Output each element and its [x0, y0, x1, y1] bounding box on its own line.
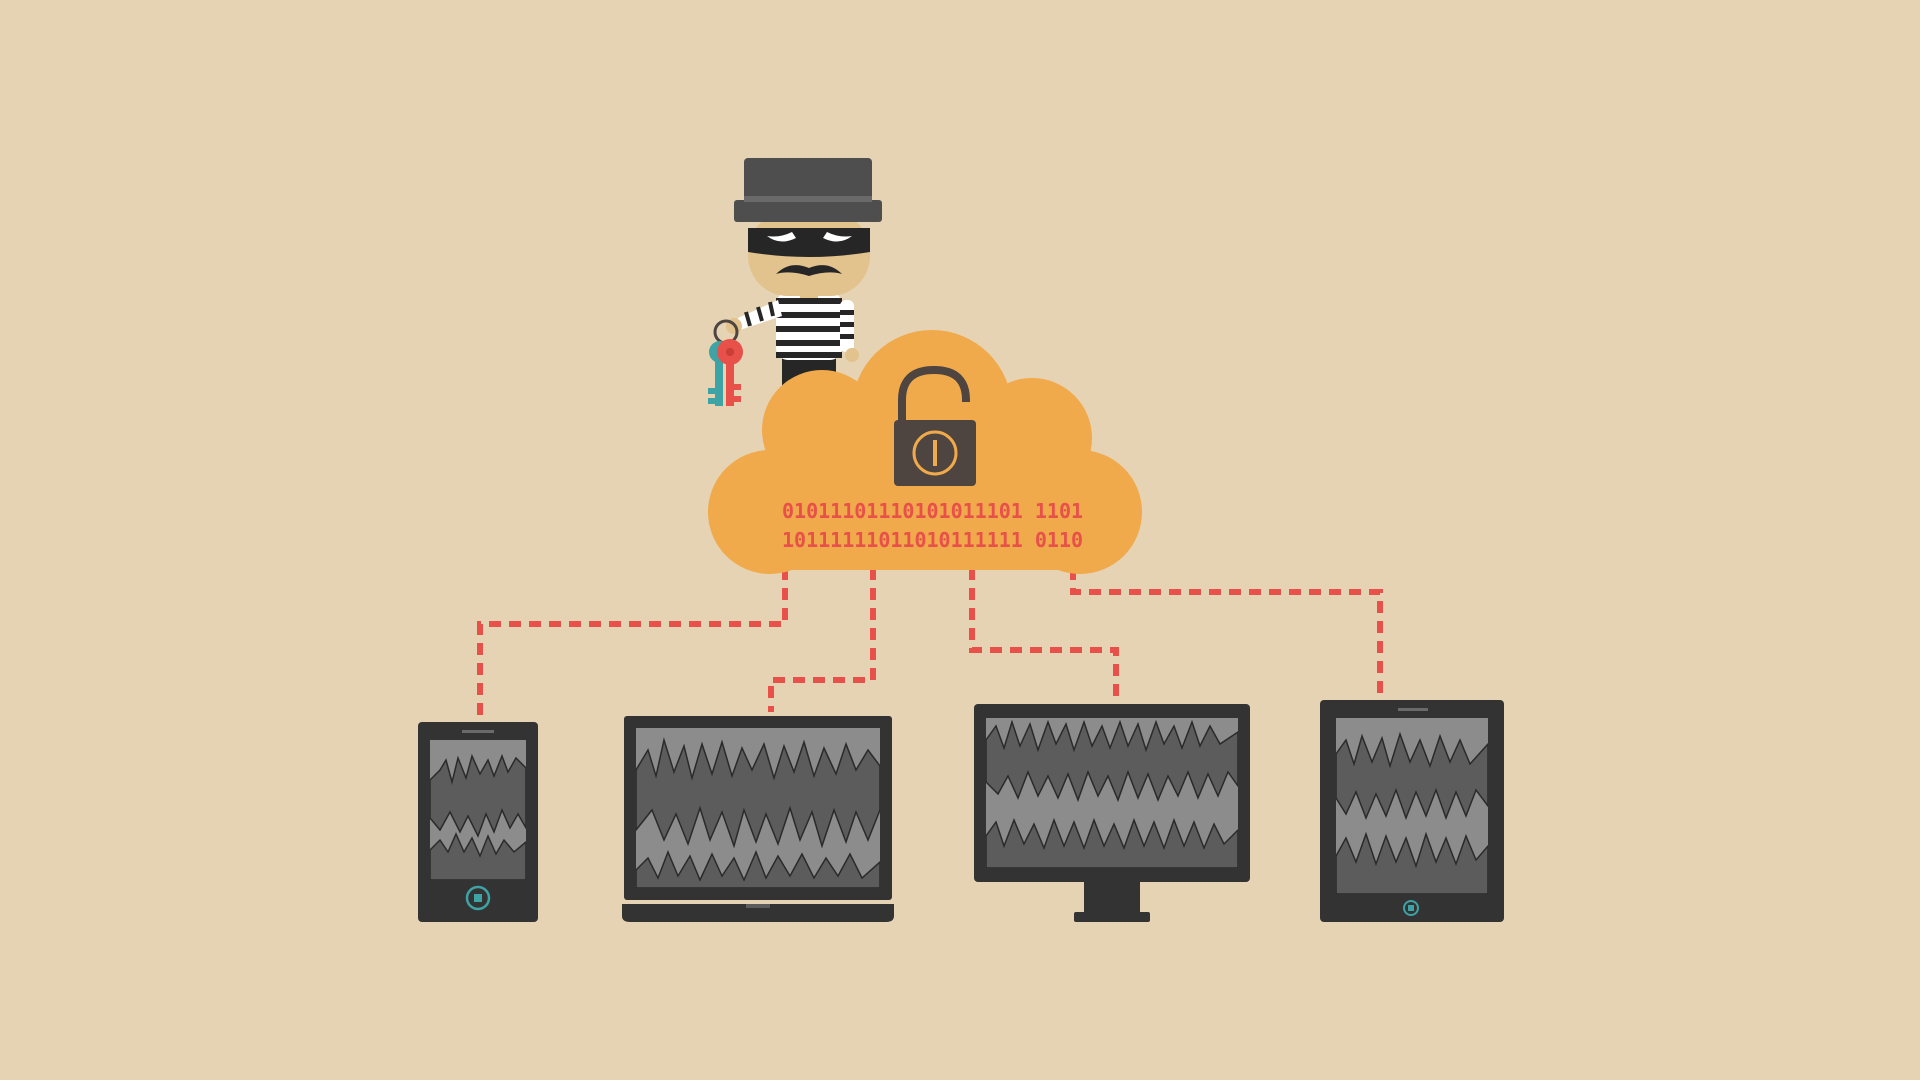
binary-line-1: 01011101110101011101 1101 — [782, 499, 1083, 523]
binary-data: 01011101110101011101 1101 10111111011010… — [782, 499, 1083, 552]
tablet-icon — [1320, 700, 1504, 922]
unlocked-padlock-icon — [894, 365, 976, 486]
smartphone-icon — [418, 722, 538, 922]
burglar-icon — [726, 158, 882, 394]
keys-icon — [708, 319, 743, 406]
binary-line-2: 10111111011010111111 0110 — [782, 528, 1083, 552]
connector-monitor — [969, 568, 1119, 704]
monitor-icon — [974, 704, 1250, 922]
connector-laptop — [768, 568, 876, 712]
network-connectors — [477, 568, 1383, 722]
connector-phone — [477, 568, 788, 722]
connector-tablet — [1070, 568, 1383, 700]
laptop-icon — [622, 716, 894, 922]
